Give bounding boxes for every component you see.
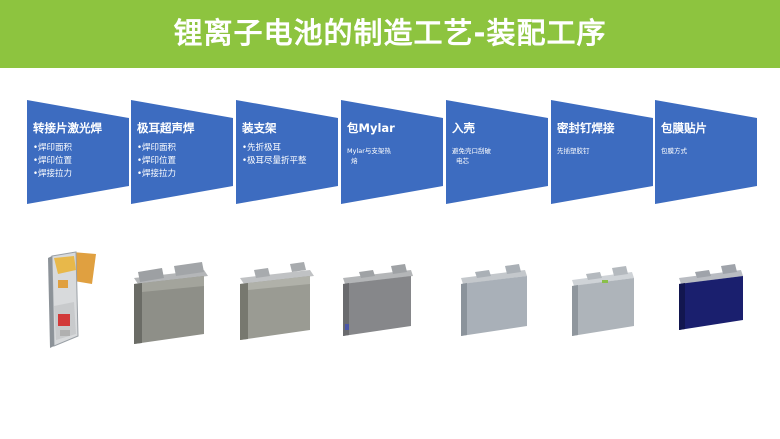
- step-item: •焊印位置: [33, 156, 73, 166]
- step-title: 入壳: [452, 121, 475, 135]
- step-chevron-shape: [236, 100, 338, 204]
- cell-in-case-photo: [461, 264, 527, 336]
- process-step-2: 极耳超声焊 •焊印面积 •焊印位置 •焊接拉力: [131, 100, 233, 204]
- step-item: •焊接拉力: [137, 169, 177, 179]
- step-chevron-shape: [341, 100, 443, 204]
- cell-sealing-nail-photo: [572, 266, 634, 336]
- step-title: 包Mylar: [347, 121, 395, 135]
- process-step-6: 密封钉焊接 先插塑胶钉: [551, 100, 653, 204]
- step-item: •焊接拉力: [33, 169, 73, 179]
- step-title: 包膜贴片: [661, 121, 707, 135]
- step-title: 转接片激光焊: [33, 121, 102, 135]
- step-item: •焊印面积: [33, 143, 73, 153]
- step-title: 装支架: [242, 121, 277, 135]
- process-step-1: 转接片激光焊 •焊印面积 •焊印位置 •焊接拉力: [27, 100, 129, 204]
- step-item: •焊印位置: [137, 156, 177, 166]
- step-item: 熔: [351, 157, 358, 165]
- step-item: Mylar与支架热: [347, 147, 391, 155]
- step-item: 电芯: [456, 157, 469, 165]
- process-step-5: 入壳 避免壳口刮破 电芯: [446, 100, 548, 204]
- process-step-4: 包Mylar Mylar与支架热 熔: [341, 100, 443, 204]
- step-item: 避免壳口刮破: [452, 147, 491, 155]
- step-chevron-shape: [551, 100, 653, 204]
- cell-bracket-photo: [240, 262, 314, 340]
- header-bar: 锂离子电池的制造工艺-装配工序: [0, 0, 780, 68]
- tab-welding-photo: [48, 251, 96, 348]
- step-chevron-shape: [27, 100, 129, 204]
- step-item: 先插塑胶钉: [557, 147, 590, 155]
- step-item: •极耳尽量折平整: [242, 156, 307, 166]
- step-title: 极耳超声焊: [137, 121, 195, 135]
- process-step-7: 包膜贴片 包膜方式: [655, 100, 757, 204]
- cell-mylar-photo: [343, 264, 413, 336]
- step-item: •焊印面积: [137, 143, 177, 153]
- step-title: 密封钉焊接: [557, 121, 615, 135]
- process-step-3: 装支架 •先折极耳 •极耳尽量折平整: [236, 100, 338, 204]
- step-chevron-shape: [655, 100, 757, 204]
- page-title: 锂离子电池的制造工艺-装配工序: [173, 16, 607, 50]
- step-item: 包膜方式: [661, 147, 687, 155]
- step-chevron-shape: [131, 100, 233, 204]
- cell-ultrasonic-weld-photo: [134, 262, 208, 344]
- step-item: •先折极耳: [242, 143, 282, 153]
- step-chevron-shape: [446, 100, 548, 204]
- cell-wrapped-photo: [679, 264, 743, 330]
